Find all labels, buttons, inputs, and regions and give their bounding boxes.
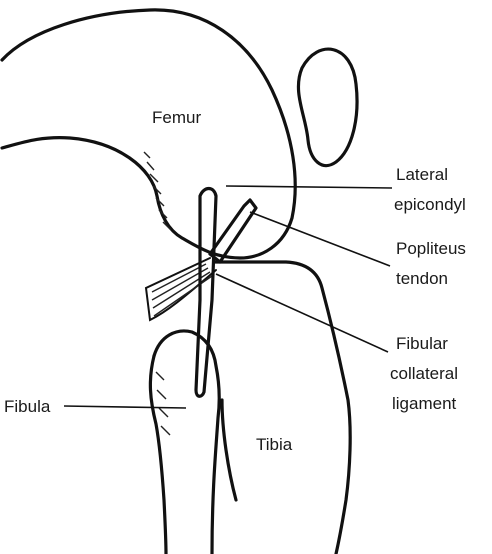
tibia-inner-edge (222, 400, 236, 500)
leader-fibular-collateral-ligament (216, 274, 388, 352)
label-fibular-collateral-ligament-line2: collateral (390, 364, 458, 383)
patella-outline (298, 49, 357, 165)
label-fibular-collateral-ligament-line1: Fibular (396, 334, 448, 353)
leader-popliteus-tendon (250, 212, 390, 266)
label-popliteus-tendon-line2: tendon (396, 269, 448, 288)
label-lateral-epicondyl: Lateral epicondyl (394, 165, 466, 214)
label-tibia: Tibia (256, 435, 293, 454)
label-femur: Femur (152, 108, 201, 127)
femur-shading (144, 152, 171, 230)
fibula-shaft-edge (150, 356, 166, 554)
label-lateral-epicondyl-line2: epicondyl (394, 195, 466, 214)
leader-lateral-epicondyl (226, 186, 392, 188)
leader-fibula (64, 406, 186, 408)
label-fibula: Fibula (4, 397, 51, 416)
femur-outline (2, 10, 295, 258)
tibia-outline (214, 262, 350, 554)
label-fibular-collateral-ligament: Fibular collateral ligament (390, 334, 463, 413)
label-popliteus-tendon-line1: Popliteus (396, 239, 466, 258)
fibular-collateral-ligament (196, 189, 216, 397)
fibula-shading (156, 372, 170, 435)
label-lateral-epicondyl-line1: Lateral (396, 165, 448, 184)
label-popliteus-tendon: Popliteus tendon (396, 239, 471, 288)
label-fibular-collateral-ligament-line3: ligament (392, 394, 457, 413)
